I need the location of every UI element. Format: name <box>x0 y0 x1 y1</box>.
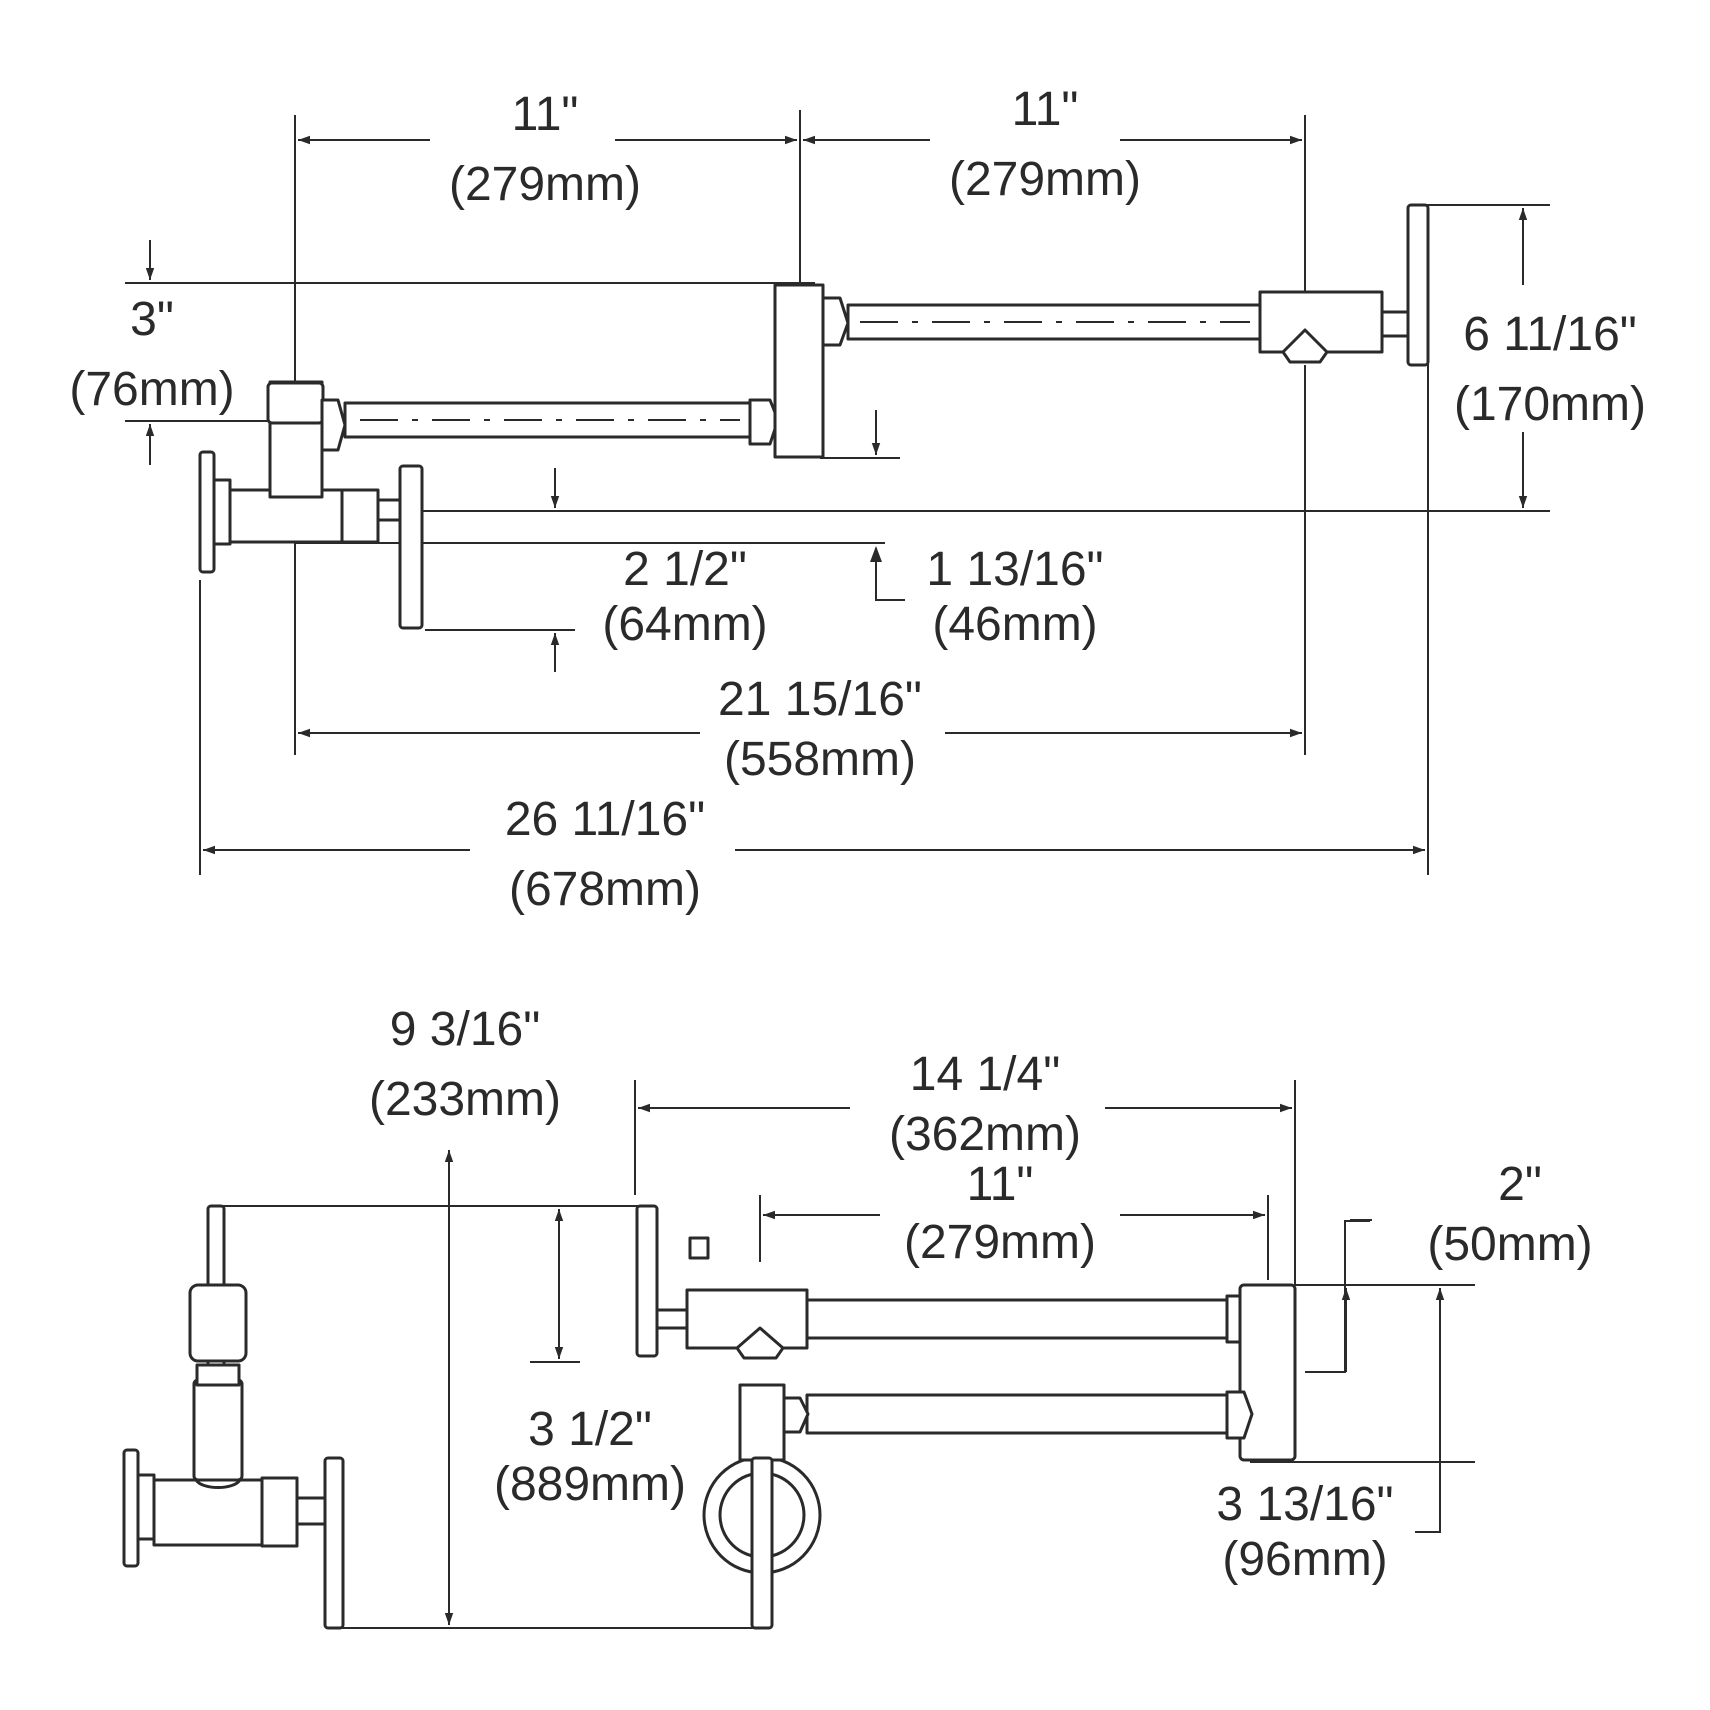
bottom-view: 9 3/16" (233mm) 14 1/4" (362mm) 11" (279… <box>122 1003 1593 1630</box>
bottom-labels: 9 3/16" (233mm) 14 1/4" (362mm) 11" (279… <box>369 1003 1593 1586</box>
dim-arm2-metric: (279mm) <box>949 153 1141 206</box>
dim-arm2-imperial: 11" <box>1012 83 1079 136</box>
valve-stem-bottom <box>295 1496 329 1526</box>
mount-handle <box>750 1456 774 1630</box>
dim-height-imperial: 6 11/16" <box>1463 308 1637 361</box>
dim-outlet-imperial: 1 13/16" <box>926 543 1103 596</box>
spout-aerator <box>1281 328 1329 364</box>
dim-valve-imperial: 2 1/2" <box>623 543 747 596</box>
dim-swivel-imperial: 3 13/16" <box>1216 1478 1393 1531</box>
valve-bonnet-bottom <box>260 1476 299 1548</box>
top-dimension-lines <box>145 135 1528 855</box>
valve-body-bottom <box>152 1478 264 1547</box>
dim-offset-imperial: 3" <box>130 293 174 346</box>
dim-swivel-metric: (96mm) <box>1222 1533 1387 1586</box>
dim-arm1-metric: (279mm) <box>449 158 641 211</box>
valve-bonnet <box>340 488 380 544</box>
flange-collar-bottom <box>136 1473 156 1541</box>
dim-arm-imperial: 11" <box>967 1158 1034 1211</box>
spout-handle-bottom <box>635 1204 659 1358</box>
swivel-knuckle-mid-upper <box>821 296 850 347</box>
top-view: 11" (279mm) 11" (279mm) 3" (76mm) 6 11/1… <box>69 83 1646 916</box>
valve-cap <box>188 1283 248 1363</box>
dim-height-metric: (170mm) <box>1454 378 1646 431</box>
dim-valve-metric: (64mm) <box>602 598 767 651</box>
bottom-dimension-lines <box>444 1103 1445 1625</box>
riser-collar <box>195 1363 241 1387</box>
valve-stem <box>376 498 402 522</box>
bottom-faucet-body <box>122 1204 1297 1630</box>
swivel-knuckle-left <box>320 398 347 452</box>
lower-arm-bottom <box>805 1393 1229 1435</box>
valve-handle <box>398 464 424 630</box>
dim-joint-imperial: 2" <box>1498 1158 1542 1211</box>
top-labels: 11" (279mm) 11" (279mm) 3" (76mm) 6 11/1… <box>69 83 1646 916</box>
dim-reach-metric: (558mm) <box>724 733 916 786</box>
dim-handle-imperial: 3 1/2" <box>528 1403 652 1456</box>
dim-span-imperial: 14 1/4" <box>910 1048 1061 1101</box>
flange-collar <box>212 478 232 546</box>
swivel-knuckle-base <box>782 1396 810 1434</box>
riser-body <box>192 1378 244 1482</box>
dim-depth-metric: (233mm) <box>369 1073 561 1126</box>
spout-stem-bottom <box>655 1308 689 1330</box>
dim-arm1-imperial: 11" <box>512 88 579 141</box>
lower-knuckle <box>1225 1390 1254 1440</box>
elbow-block <box>1238 1283 1297 1462</box>
top-faucet-body <box>198 203 1430 630</box>
riser-swivel <box>266 381 325 425</box>
lower-arm <box>343 401 752 439</box>
spout-aerator-bottom <box>735 1326 785 1360</box>
small-cap <box>688 1236 710 1260</box>
dim-span-metric: (362mm) <box>889 1108 1081 1161</box>
upper-arm <box>846 303 1262 341</box>
dim-outlet-metric: (46mm) <box>932 598 1097 651</box>
dim-overall-imperial: 26 11/16" <box>505 793 705 846</box>
dim-arm-metric: (279mm) <box>904 1216 1096 1269</box>
dim-overall-metric: (678mm) <box>509 863 701 916</box>
valve-handle-bottom <box>323 1456 345 1630</box>
dim-offset-metric: (76mm) <box>69 363 234 416</box>
dim-joint-metric: (50mm) <box>1427 1218 1592 1271</box>
upper-arm-bottom <box>805 1298 1229 1340</box>
spout-head <box>1258 290 1384 354</box>
middle-elbow <box>773 283 825 459</box>
dim-handle-metric: (889mm) <box>494 1458 686 1511</box>
wall-flange <box>198 450 216 574</box>
dim-reach-imperial: 21 15/16" <box>718 673 922 726</box>
swivel-riser <box>738 1383 786 1462</box>
wall-flange-bottom <box>122 1448 140 1568</box>
bottom-extension-lines <box>215 1080 1475 1629</box>
top-extension-lines <box>125 110 1550 875</box>
dim-depth-imperial: 9 3/16" <box>390 1003 541 1056</box>
spout-handle <box>1406 203 1430 367</box>
